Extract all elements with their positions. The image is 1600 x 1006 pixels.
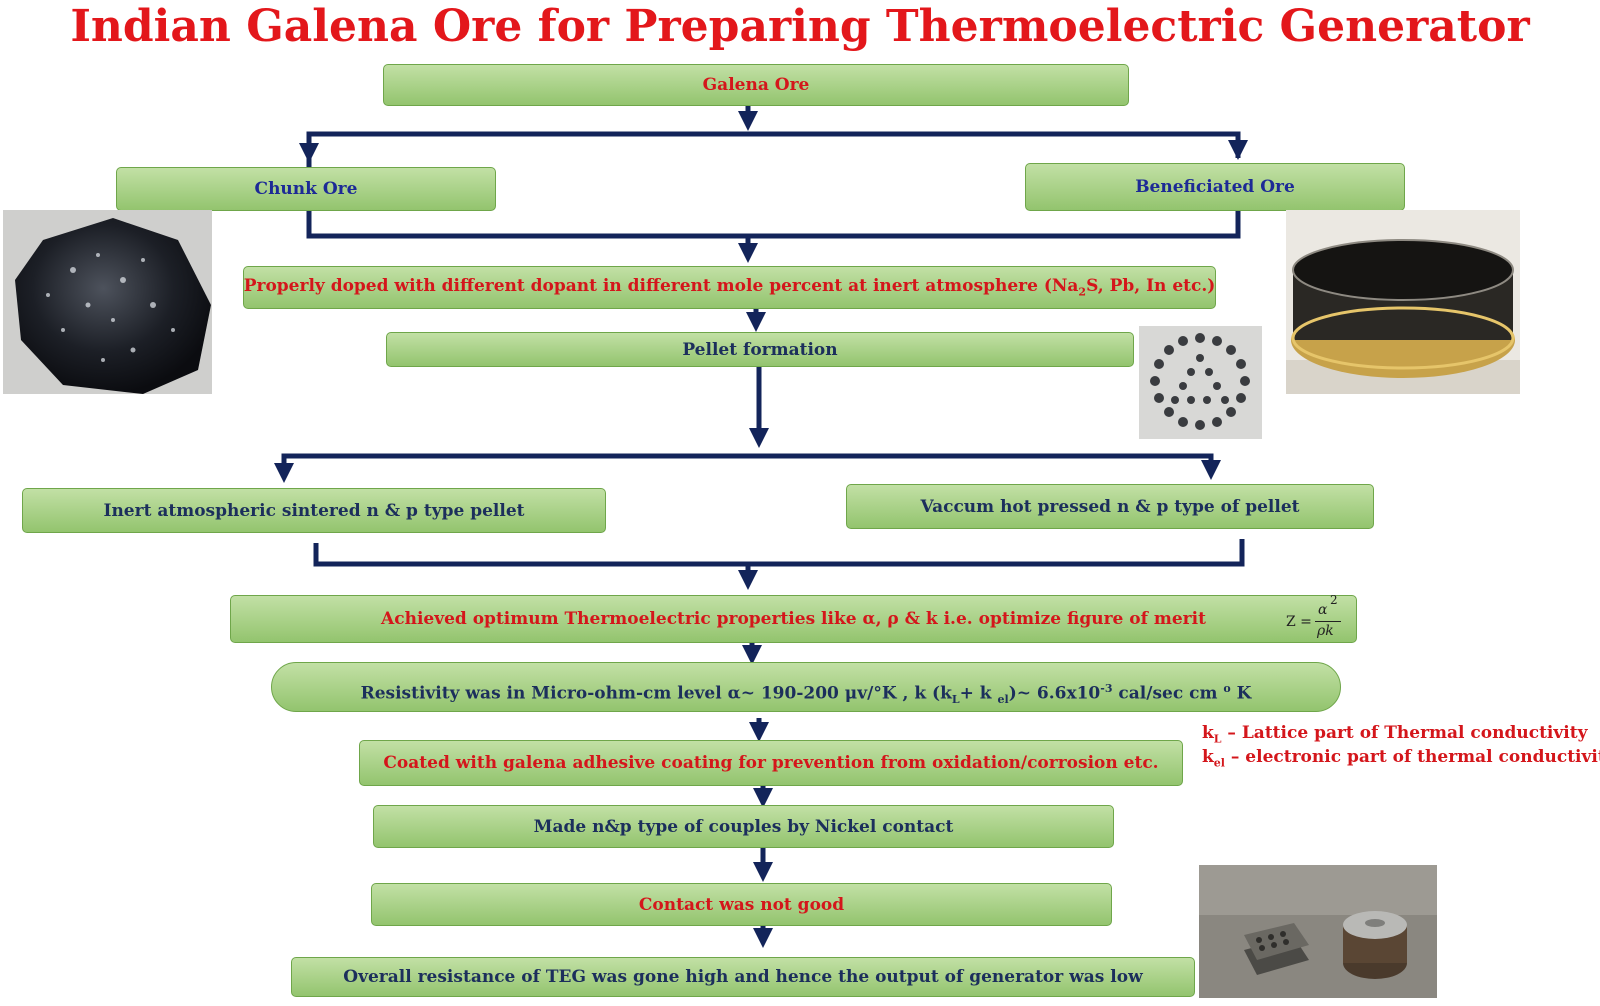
beneficiated-ore-image [1286,210,1520,394]
box-vacuum-pressed: Vaccum hot pressed n & p type of pellet [846,484,1374,529]
box-galena-ore-label: Galena Ore [702,75,810,95]
merge-bar-1 [306,211,1241,239]
box-chunk-ore-label: Chunk Ore [254,179,358,199]
box-contact-label: Contact was not good [638,894,845,915]
box-coated-label: Coated with galena adhesive coating for … [383,753,1159,773]
formula-lhs: Z = [1286,614,1312,630]
box-couples-label: Made n&p type of couples by Nickel conta… [533,816,954,837]
box-doped: Properly doped with different dopant in … [243,266,1216,309]
box-vacuum-pressed-label: Vaccum hot pressed n & p type of pellet [920,496,1300,517]
merge-bar-2 [313,539,1245,567]
formula-numerator: α [1318,602,1328,618]
box-couples: Made n&p type of couples by Nickel conta… [373,805,1114,848]
box-inert-sintered: Inert atmospheric sintered n & p type pe… [22,488,606,533]
box-overall-label: Overall resistance of TEG was gone high … [343,967,1143,987]
box-achieved-label: Achieved optimum Thermoelectric properti… [381,609,1206,629]
box-beneficiated-ore-label: Beneficiated Ore [1135,177,1295,197]
photo-pellets [1139,326,1262,439]
box-chunk-ore: Chunk Ore [116,167,496,211]
teg-device-image [1199,865,1437,998]
box-resistivity-label: Resistivity was in Micro-ohm-cm level α~… [360,681,1252,707]
chunk-ore-image [3,210,212,394]
formula-denominator: ρk [1317,623,1334,639]
formula-exponent: 2 [1330,593,1338,607]
box-contact: Contact was not good [371,883,1112,926]
box-overall: Overall resistance of TEG was gone high … [291,957,1195,997]
box-pellet-formation: Pellet formation [386,332,1134,367]
photo-beneficiated-ore [1286,210,1520,394]
photo-teg-device [1199,865,1437,998]
pellets-image [1139,326,1262,439]
box-doped-label: Properly doped with different dopant in … [243,276,1216,299]
box-inert-sintered-label: Inert atmospheric sintered n & p type pe… [103,500,525,521]
box-resistivity: Resistivity was in Micro-ohm-cm level α~… [271,662,1341,712]
page-title: Indian Galena Ore for Preparing Thermoel… [70,1,1530,52]
box-beneficiated-ore: Beneficiated Ore [1025,163,1405,211]
split-bar-2 [281,453,1214,474]
box-coated: Coated with galena adhesive coating for … [359,740,1183,786]
photo-chunk-ore [3,210,212,394]
note-kel: kel – electronic part of thermal conduct… [1202,747,1600,770]
box-pellet-formation-label: Pellet formation [682,339,838,360]
figure-of-merit-formula: Z = α 2 ρk [1284,593,1348,643]
note-kl: kL – Lattice part of Thermal conductivit… [1202,723,1588,746]
box-achieved: Achieved optimum Thermoelectric properti… [230,595,1357,643]
box-galena-ore: Galena Ore [383,64,1129,106]
